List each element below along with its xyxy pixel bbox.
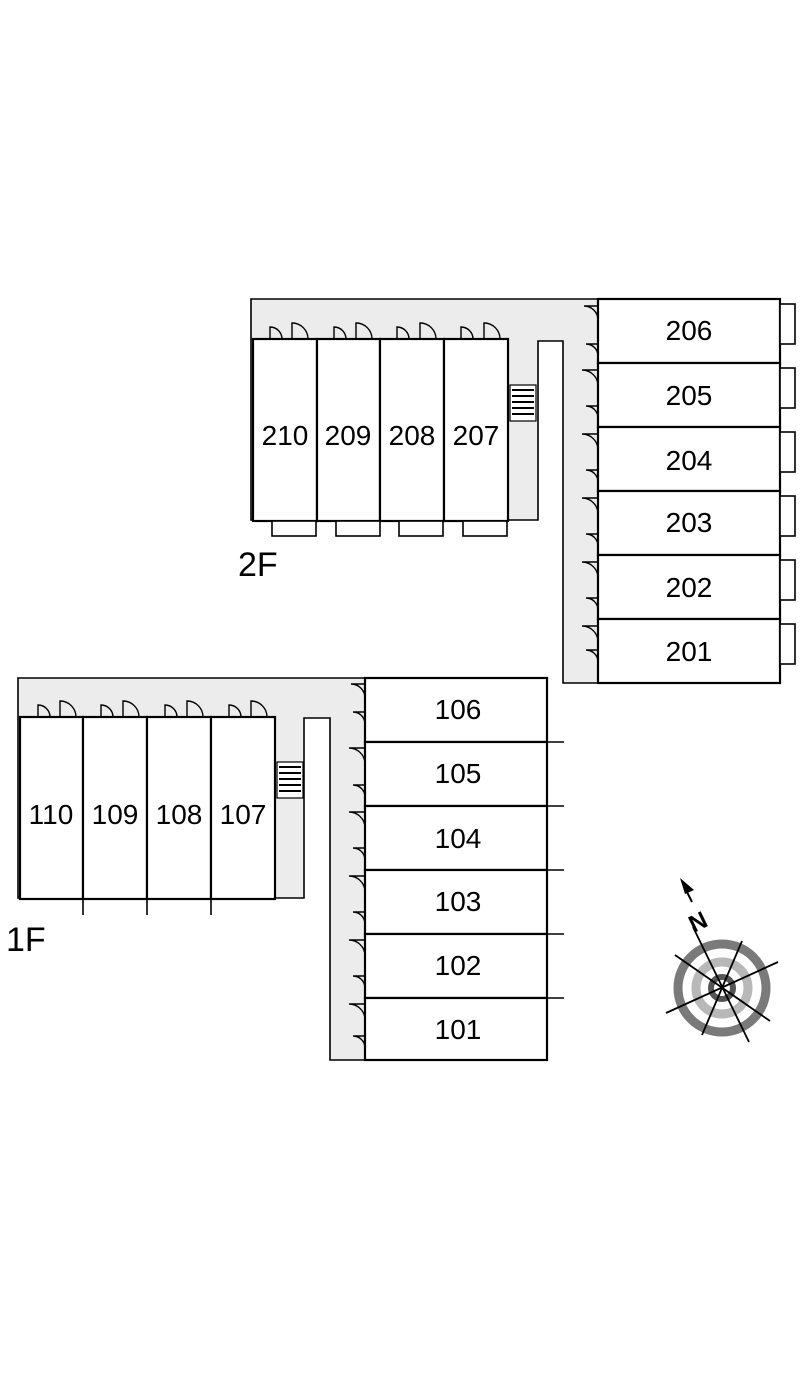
floor-label-2f: 2F [238,546,278,584]
unit-label: 203 [666,507,713,538]
unit-203[interactable]: 203 [596,489,782,557]
unit-210[interactable]: 210 [251,337,319,523]
unit-label: 209 [325,420,372,451]
unit-label: 206 [666,315,713,346]
doors-1f-top [37,700,268,718]
balconies-2f-bottom [271,520,508,537]
unit-label: 207 [453,420,500,451]
unit-103[interactable]: 103 [363,868,549,936]
floor-1f: 110 109 108 107 [6,676,564,1062]
north-arrow-icon [680,878,694,903]
compass-rose-icon [665,926,779,1043]
unit-108[interactable]: 108 [145,715,213,901]
unit-102[interactable]: 102 [363,932,549,1000]
unit-106[interactable]: 106 [363,676,549,744]
unit-205[interactable]: 205 [596,361,782,429]
unit-label: 205 [666,380,713,411]
unit-201[interactable]: 201 [596,617,782,685]
unit-206[interactable]: 206 [596,297,782,365]
unit-label: 103 [435,886,482,917]
unit-109[interactable]: 109 [81,715,149,901]
unit-label: 106 [435,694,482,725]
unit-104[interactable]: 104 [363,804,549,872]
doors-2f-left [581,305,599,663]
unit-label: 107 [220,799,267,830]
unit-110[interactable]: 110 [18,715,85,901]
unit-label: 104 [435,823,482,854]
floor-label-1f: 1F [6,921,46,959]
unit-label: 109 [92,799,139,830]
unit-label: 102 [435,950,482,981]
balconies-2f-right [779,303,796,665]
compass-north-label: N [685,907,712,939]
unit-label: 108 [156,799,203,830]
unit-208[interactable]: 208 [378,337,446,523]
unit-label: 110 [29,799,74,830]
unit-label: 201 [666,636,713,667]
unit-label: 204 [666,445,713,476]
doors-1f-left [348,683,366,1049]
unit-label: 210 [262,420,309,451]
compass: N [665,878,779,1043]
unit-label: 202 [666,572,713,603]
unit-label: 208 [389,420,436,451]
floor-2f: 210 209 208 207 [238,297,796,685]
stairs-icon [276,761,304,799]
unit-105[interactable]: 105 [363,740,549,808]
doors-2f-top [269,322,501,340]
dividers-1f-bottom [82,899,212,915]
unit-label: 101 [435,1014,482,1045]
unit-204[interactable]: 204 [596,425,782,493]
unit-207[interactable]: 207 [442,337,510,523]
unit-107[interactable]: 107 [209,715,277,901]
unit-101[interactable]: 101 [363,996,549,1062]
unit-label: 105 [435,758,482,789]
stairs-icon [509,384,537,422]
unit-202[interactable]: 202 [596,553,782,621]
dividers-1f-right [547,741,564,999]
unit-209[interactable]: 209 [315,337,382,523]
